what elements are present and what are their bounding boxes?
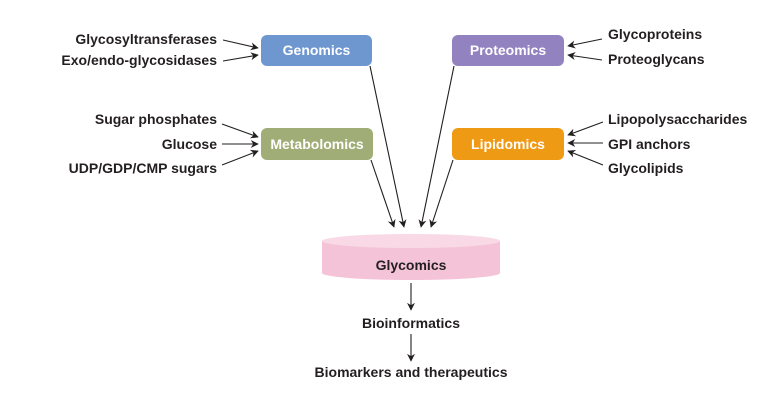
bioinformatics-label: Bioinformatics <box>362 315 460 331</box>
arrow-sugar-phosphates-to-metabolomics <box>221 123 259 139</box>
arrow-genomics-to-glycomics <box>369 65 407 228</box>
arrow-glycosyltransferases-to-genomics <box>222 39 259 51</box>
lipidomics-label: Lipidomics <box>471 136 545 152</box>
arrow-nucleotide-sugars-to-metabolomics <box>221 149 259 166</box>
genomics-label: Genomics <box>283 42 351 58</box>
glycomics-cylinder-body <box>322 241 500 280</box>
outcome-label: Biomarkers and therapeutics <box>315 364 508 380</box>
lipidomics-node: Lipidomics <box>452 128 564 160</box>
input-glucose: Glucose <box>162 136 217 152</box>
glycomics-node: Glycomics <box>322 234 500 280</box>
arrow-glycosidases-to-genomics <box>222 52 259 62</box>
genomics-node: Genomics <box>261 35 372 66</box>
metabolomics-label: Metabolomics <box>270 136 364 152</box>
glycomics-cylinder-top <box>322 234 500 248</box>
arrow-proteoglycans-to-proteomics <box>567 52 603 61</box>
input-sugar-phosphates: Sugar phosphates <box>95 111 217 127</box>
genomics-box <box>261 35 372 66</box>
input-glycosyltransferases: Glycosyltransferases <box>75 31 217 47</box>
arrow-lipopolysaccharides-to-lipidomics <box>567 121 604 137</box>
input-proteoglycans: Proteoglycans <box>608 51 705 67</box>
input-nucleotide-sugars: UDP/GDP/CMP sugars <box>69 160 218 176</box>
arrow-glycoproteins-to-proteomics <box>567 38 603 49</box>
metabolomics-box <box>261 128 373 160</box>
input-glycoproteins: Glycoproteins <box>608 26 702 42</box>
input-exo-endo-glycosidases: Exo/endo-glycosidases <box>61 52 217 68</box>
lipidomics-box <box>452 128 564 160</box>
metabolomics-node: Metabolomics <box>261 128 373 160</box>
input-gpi-anchors: GPI anchors <box>608 136 691 152</box>
proteomics-box <box>452 35 564 66</box>
proteomics-node: Proteomics <box>452 35 564 66</box>
arrow-lipidomics-to-glycomics <box>429 159 454 228</box>
arrow-metabolomics-to-glycomics <box>370 159 396 228</box>
arrow-proteomics-to-glycomics <box>418 65 455 228</box>
proteomics-label: Proteomics <box>470 42 546 58</box>
arrow-glycolipids-to-lipidomics <box>567 149 604 166</box>
input-glycolipids: Glycolipids <box>608 160 684 176</box>
input-lipopolysaccharides: Lipopolysaccharides <box>608 111 747 127</box>
glycomics-label: Glycomics <box>376 257 447 273</box>
